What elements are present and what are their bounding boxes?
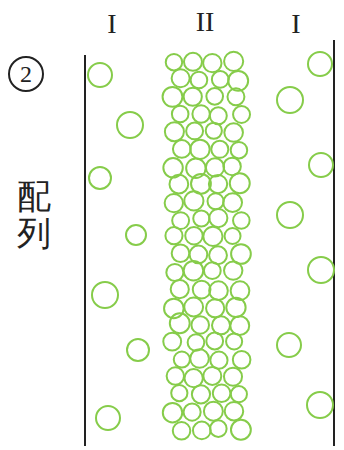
cell	[165, 122, 184, 141]
cell	[191, 316, 209, 334]
cell	[225, 402, 244, 421]
boundary-line	[84, 55, 86, 446]
zone-label: I	[291, 8, 300, 40]
cell	[231, 420, 251, 440]
number-circle	[9, 57, 43, 91]
cell	[277, 333, 301, 357]
cell	[233, 106, 250, 123]
cell	[163, 333, 181, 351]
cell	[96, 406, 120, 430]
cell	[227, 88, 244, 105]
cell	[224, 123, 243, 142]
cell	[206, 158, 224, 176]
cell	[208, 193, 224, 209]
cell	[211, 141, 228, 158]
vertical-title: 配列	[17, 178, 51, 253]
cell	[209, 209, 227, 227]
cell	[89, 167, 111, 189]
cell	[165, 227, 182, 244]
cell-group	[88, 52, 334, 440]
cell	[184, 404, 201, 421]
cell	[184, 53, 202, 71]
cell	[165, 194, 183, 212]
cell	[204, 262, 221, 279]
zone-label: I	[107, 8, 116, 40]
cell	[163, 403, 182, 422]
cell	[230, 316, 249, 335]
cell	[224, 52, 243, 71]
cell	[117, 112, 143, 138]
cell	[163, 87, 183, 107]
cell	[203, 367, 221, 385]
cell	[231, 142, 248, 159]
cell	[193, 281, 211, 299]
cell	[170, 313, 190, 333]
cell	[277, 202, 303, 228]
cell	[203, 227, 222, 246]
cell	[127, 339, 149, 361]
cell	[204, 402, 223, 421]
cell	[173, 422, 191, 440]
cell	[206, 88, 223, 105]
cell	[308, 52, 332, 76]
cell	[190, 349, 209, 368]
cell	[206, 299, 224, 317]
cell	[193, 422, 211, 440]
zone-label: II	[196, 6, 215, 38]
cell	[184, 88, 202, 106]
cell	[192, 105, 209, 122]
cell	[226, 333, 242, 349]
cell	[173, 140, 191, 158]
cell	[193, 210, 209, 226]
cell	[184, 298, 203, 317]
cell	[209, 175, 227, 193]
cell	[209, 281, 228, 300]
cell	[210, 107, 227, 124]
cell	[307, 392, 333, 418]
cell	[188, 334, 205, 351]
cell	[185, 227, 202, 244]
cell	[166, 264, 183, 281]
cell	[233, 212, 250, 229]
cell	[225, 228, 241, 244]
cell	[223, 193, 242, 212]
cell	[224, 368, 242, 386]
cell	[184, 261, 204, 281]
cell	[206, 123, 222, 139]
cell	[190, 140, 209, 159]
callout-number: 2	[20, 61, 32, 88]
cell	[231, 386, 247, 402]
cell	[174, 351, 190, 367]
cell	[309, 153, 333, 177]
cell	[171, 385, 187, 401]
cell	[277, 87, 303, 113]
cell	[167, 367, 184, 384]
cell	[230, 173, 250, 193]
cell	[226, 298, 245, 317]
cell	[213, 385, 231, 403]
cell	[92, 282, 118, 308]
cell	[203, 54, 221, 72]
cell	[206, 333, 223, 350]
cell	[233, 351, 251, 369]
cell	[308, 257, 334, 283]
cell	[171, 280, 189, 298]
cell	[184, 191, 203, 210]
cell	[212, 71, 229, 88]
cell	[88, 63, 112, 87]
boundary-line	[333, 40, 335, 446]
cell	[126, 225, 146, 245]
cell	[172, 244, 190, 262]
cell	[186, 122, 203, 139]
cell	[172, 106, 189, 123]
cell	[224, 261, 242, 279]
cell	[172, 69, 190, 87]
cell	[210, 420, 227, 437]
cell	[191, 72, 208, 89]
cell	[166, 54, 182, 70]
cell	[169, 175, 188, 194]
cell	[192, 385, 210, 403]
